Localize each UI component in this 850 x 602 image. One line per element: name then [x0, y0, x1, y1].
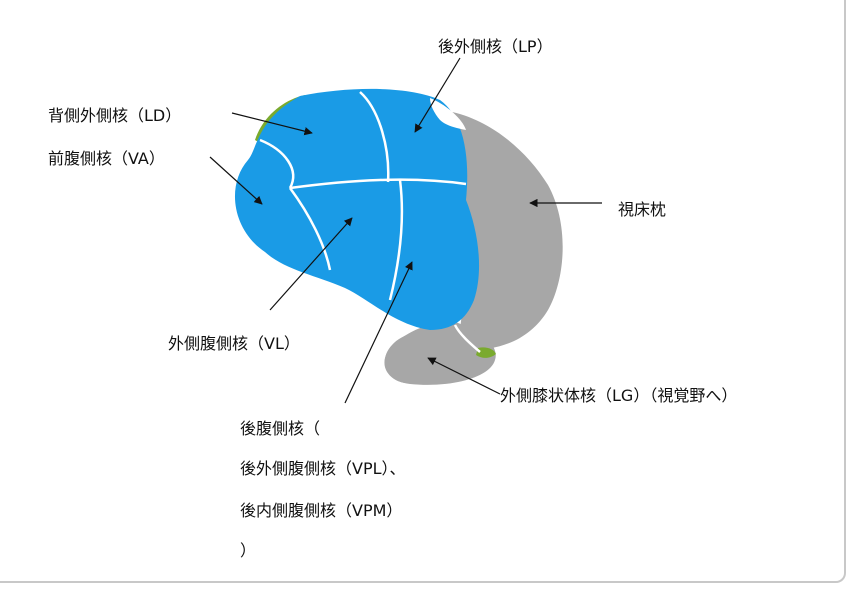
arrow-va	[209, 156, 263, 205]
arrow-lp	[414, 57, 461, 133]
arrow-ld	[231, 112, 313, 136]
diagram-frame	[0, 0, 846, 583]
label-lg: 外側膝状体核（LG）（視覚野へ）	[500, 386, 737, 405]
label-vp-line4: ）	[240, 541, 256, 560]
label-ld: 背側外側核（LD）	[48, 106, 181, 125]
thalamus-main-region	[234, 88, 480, 330]
arrow-vp	[344, 261, 413, 404]
label-vp-line1: 後腹側核（	[240, 419, 320, 438]
label-vp-line2: 後外側腹側核（VPL）、	[240, 459, 406, 478]
lateral-geniculate-region	[384, 321, 496, 385]
label-vl: 外側腹側核（VL）	[168, 334, 300, 353]
green-accent-bottom	[476, 347, 496, 358]
label-vp-line3: 後内側腹側核（VPM）	[240, 501, 402, 520]
label-pulvinar: 視床枕	[618, 200, 666, 219]
arrow-vl	[269, 217, 353, 311]
label-va: 前腹側核（VA）	[48, 149, 165, 168]
pointer-arrows	[209, 57, 602, 404]
white-notch	[430, 98, 466, 130]
arrow-lg	[427, 357, 501, 395]
label-lp: 後外側核（LP）	[438, 37, 553, 56]
nucleus-boundaries	[259, 91, 481, 353]
